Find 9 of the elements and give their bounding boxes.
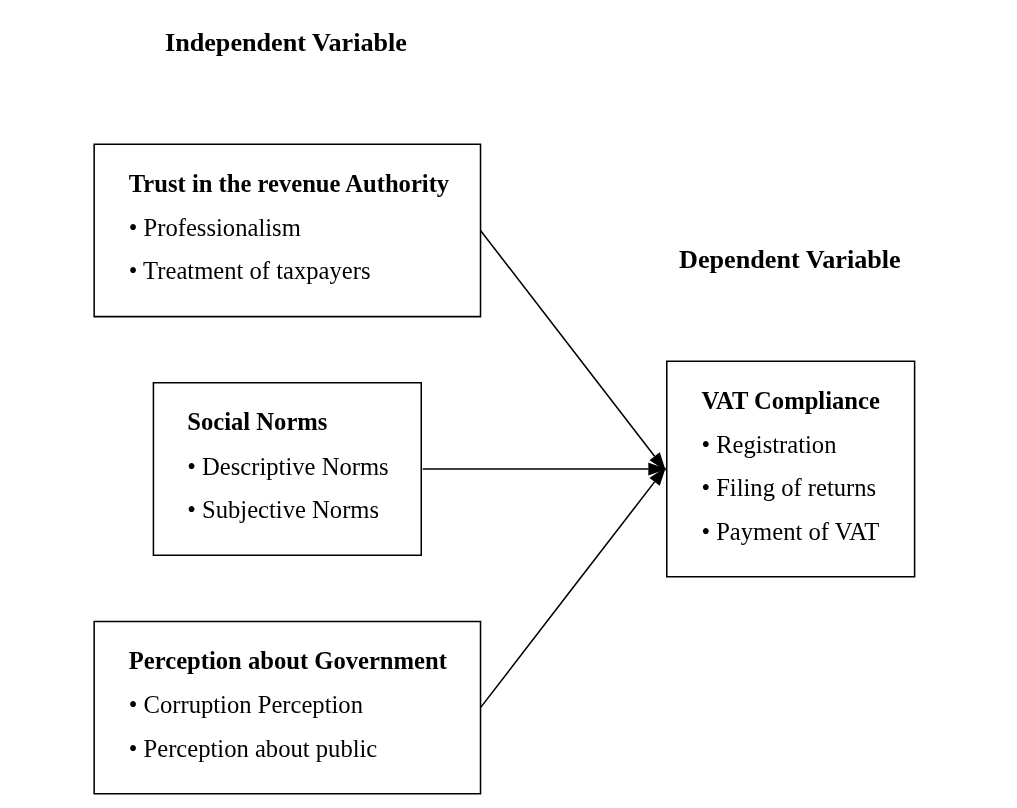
node-box: Social Norms • Descriptive Norms • Subjective Norms <box>152 382 422 556</box>
arrow <box>479 467 666 709</box>
label: Dependent Variable <box>678 244 901 274</box>
arrow <box>479 229 666 471</box>
arrow <box>421 462 667 476</box>
label: Independent Variable <box>164 27 407 57</box>
node-box: Perception about Government • Corruption Perception • Perception about public <box>92 620 481 795</box>
node-box: Trust in the revenue Authority • Professionalism • Treatment of taxpayers <box>92 143 481 318</box>
node-box: VAT Compliance • Registration • Filing of returns • Payment of VAT <box>665 360 915 578</box>
